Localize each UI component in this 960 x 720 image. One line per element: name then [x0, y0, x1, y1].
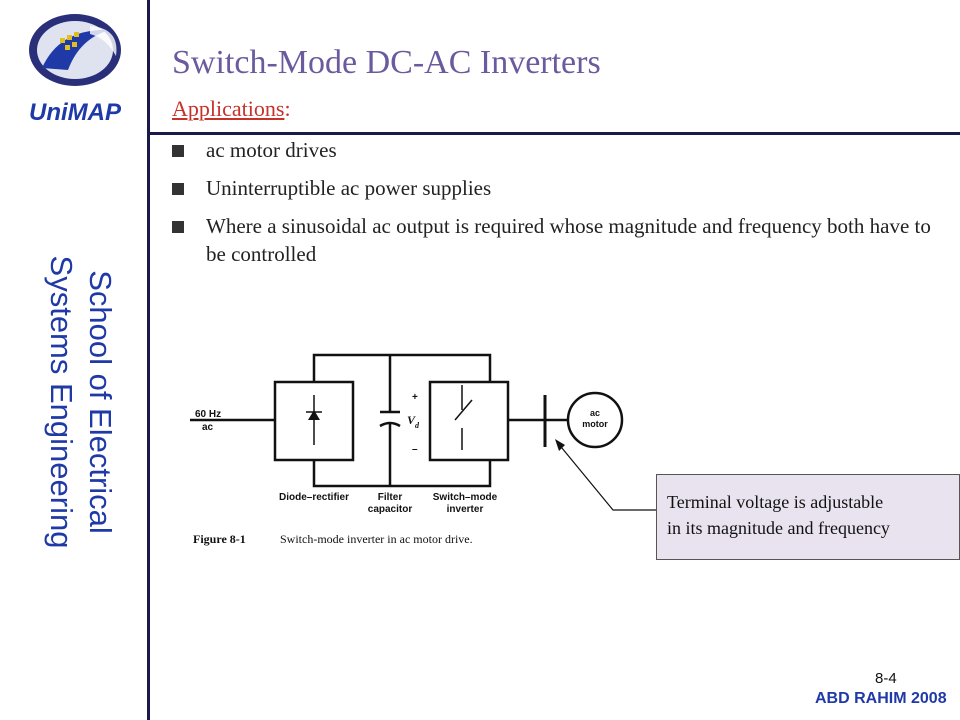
bullet-text: Uninterruptible ac power supplies: [206, 176, 492, 200]
callout-pointer: [555, 439, 656, 511]
applications-link[interactable]: Applications: [172, 96, 285, 121]
motor-label-motor: motor: [582, 419, 608, 429]
slide-number: 8-4: [875, 670, 897, 687]
bullet-text: ac motor drives: [206, 138, 337, 162]
bullet-square-icon: [172, 221, 184, 233]
bullet-item: Uninterruptible ac power supplies: [172, 174, 952, 202]
vd-label: V: [407, 413, 416, 427]
author-credit: ABD RAHIM 2008: [815, 690, 947, 707]
plus-sign: +: [412, 392, 418, 403]
horizontal-rule: [147, 132, 960, 135]
page-title: Switch-Mode DC-AC Inverters: [172, 44, 601, 81]
figure-caption-number: Figure 8-1: [193, 532, 246, 546]
subtitle-colon: :: [284, 96, 291, 121]
label-diode-rectifier: Diode–rectifier: [279, 492, 349, 503]
note-line-2: in its magnitude and frequency: [667, 518, 890, 538]
note-line-1: Terminal voltage is adjustable: [667, 492, 884, 512]
label-capacitor: capacitor: [368, 504, 413, 515]
vertical-rule: [147, 0, 150, 720]
bullet-list: ac motor drives Uninterruptible ac power…: [172, 136, 952, 278]
bullet-square-icon: [172, 183, 184, 195]
inverter-circuit-diagram: 60 Hz ac + – ac motor Diode–rectifier Fi…: [190, 353, 624, 546]
label-filter: Filter: [378, 492, 403, 503]
bullet-item: Where a sinusoidal ac output is required…: [172, 212, 952, 268]
label-inverter: inverter: [447, 504, 484, 515]
terminal-voltage-note: Terminal voltage is adjustable in its ma…: [656, 474, 960, 560]
unimap-logo: UniMAP: [29, 14, 122, 126]
bullet-text: Where a sinusoidal ac output is required…: [206, 214, 931, 266]
motor-label-ac: ac: [590, 408, 600, 418]
figure-caption-text: Switch-mode inverter in ac motor drive.: [280, 532, 473, 546]
bullet-square-icon: [172, 145, 184, 157]
sidebar-line-2: Systems Engineering: [44, 255, 79, 549]
input-label-frequency: 60 Hz: [195, 409, 221, 420]
minus-sign: –: [412, 444, 418, 455]
logo-text: UniMAP: [29, 99, 122, 126]
page-subtitle: Applications:: [172, 96, 291, 122]
label-switch-mode: Switch–mode: [433, 492, 498, 503]
input-label-ac: ac: [202, 422, 214, 433]
sidebar-label: School of Electrical Systems Engineering: [30, 222, 120, 582]
sidebar-line-1: School of Electrical: [83, 270, 118, 534]
vd-subscript: d: [415, 421, 420, 430]
bullet-item: ac motor drives: [172, 136, 952, 164]
